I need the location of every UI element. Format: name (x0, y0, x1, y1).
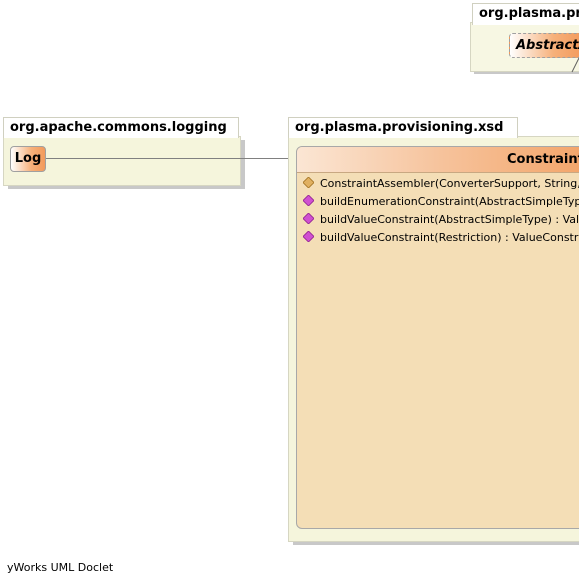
abstract-class-node[interactable]: AbstractA (509, 33, 579, 58)
method-build-value-simple[interactable]: buildValueConstraint(AbstractSimpleType)… (303, 213, 579, 227)
method-icon (303, 231, 314, 242)
package-xsd-title: org.plasma.provisioning.xsd (288, 117, 518, 138)
method-constructor[interactable]: ConstraintAssembler(ConverterSupport, St… (303, 177, 579, 191)
package-top-title: org.plasma.pro (472, 3, 579, 25)
method-build-value-restriction[interactable]: buildValueConstraint(Restriction) : Valu… (303, 231, 578, 245)
constraint-assembler-class[interactable]: Constraint ConstraintAssembler(Converter… (296, 146, 579, 529)
connector-line-top (571, 58, 579, 73)
method-build-enumeration[interactable]: buildEnumerationConstraint(AbstractSimpl… (303, 195, 579, 209)
method-label: buildEnumerationConstraint(AbstractSimpl… (320, 195, 579, 208)
package-logging-body (3, 136, 241, 186)
constructor-icon (303, 177, 314, 188)
footer-credit: yWorks UML Doclet (7, 561, 114, 574)
method-label: buildValueConstraint(AbstractSimpleType)… (320, 213, 579, 226)
dependency-line (46, 158, 297, 159)
method-label: ConstraintAssembler(ConverterSupport, St… (320, 177, 579, 190)
method-icon (303, 213, 314, 224)
log-class-node[interactable]: Log (10, 146, 46, 172)
package-logging-title: org.apache.commons.logging (3, 117, 239, 138)
method-label: buildValueConstraint(Restriction) : Valu… (320, 231, 579, 244)
method-icon (303, 195, 314, 206)
class-title: Constraint (297, 147, 579, 173)
